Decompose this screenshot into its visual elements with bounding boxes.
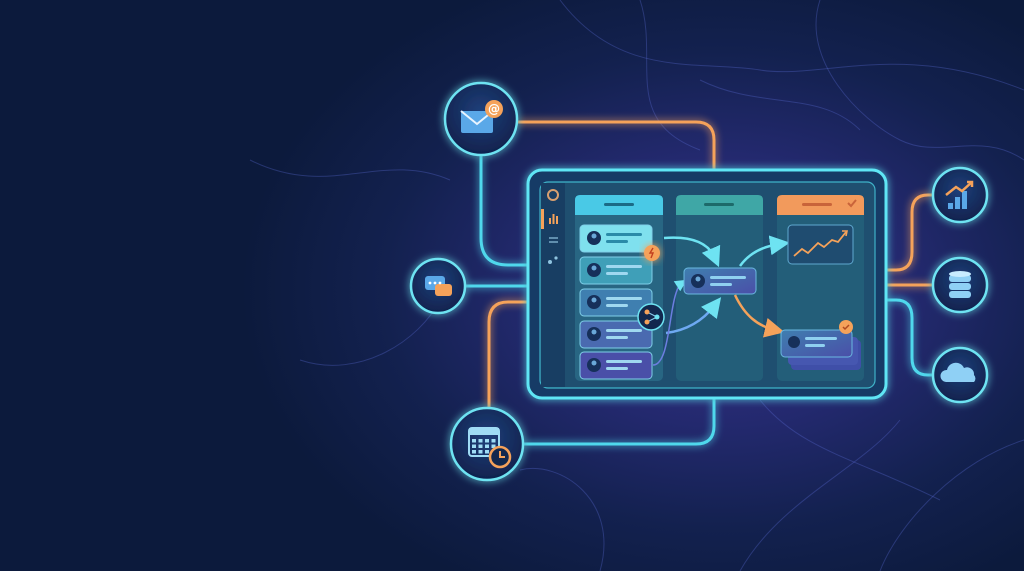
lightning-badge xyxy=(644,245,660,261)
flow-arrows xyxy=(652,235,790,366)
chat-bubbles-icon xyxy=(425,276,452,296)
lightning-icon xyxy=(648,247,655,259)
board-window xyxy=(526,168,888,400)
connectors xyxy=(465,120,933,446)
column-1-cards xyxy=(579,224,653,380)
connector-cloud xyxy=(886,298,933,377)
calendar-clock-integration[interactable] xyxy=(449,406,525,482)
connector-calendar xyxy=(523,398,716,446)
growth-chart-integration[interactable] xyxy=(931,166,989,224)
growth-chart-icon xyxy=(945,180,974,209)
task-card[interactable] xyxy=(579,351,653,380)
connector-calendar-orange xyxy=(487,300,528,408)
cloud-integration[interactable] xyxy=(931,346,989,404)
database-icon xyxy=(949,271,971,298)
share-node-button[interactable] xyxy=(637,303,665,331)
task-card[interactable] xyxy=(579,288,653,317)
svg-text:@: @ xyxy=(488,102,500,116)
share-node-icon xyxy=(644,309,660,325)
database-integration[interactable] xyxy=(931,256,989,314)
email-at-icon: @ xyxy=(460,100,503,133)
trend-line-icon xyxy=(793,231,847,257)
settings-icon[interactable] xyxy=(548,256,558,264)
calendar-clock-icon xyxy=(468,427,512,469)
logo-icon xyxy=(547,189,559,201)
bar-chart-icon[interactable] xyxy=(549,214,558,224)
sidebar xyxy=(541,183,565,387)
chat-bubbles-integration[interactable] xyxy=(409,257,467,315)
network-background xyxy=(249,0,1024,571)
email-at-integration[interactable]: @ xyxy=(443,81,519,157)
connector-growth xyxy=(886,193,933,272)
check-icon xyxy=(847,199,857,208)
column-2-card[interactable] xyxy=(683,267,757,295)
connector-email-down xyxy=(479,155,528,267)
trend-chart-card[interactable] xyxy=(787,224,854,265)
cloud-icon xyxy=(940,362,976,382)
task-card[interactable] xyxy=(579,320,653,349)
avatar-icon xyxy=(788,336,800,348)
list-icon[interactable] xyxy=(549,237,558,243)
task-card[interactable] xyxy=(579,224,653,253)
task-card[interactable] xyxy=(579,256,653,285)
connector-email-top xyxy=(517,120,716,170)
integration-icons: @ xyxy=(409,81,989,482)
stacked-cards[interactable] xyxy=(780,320,861,370)
